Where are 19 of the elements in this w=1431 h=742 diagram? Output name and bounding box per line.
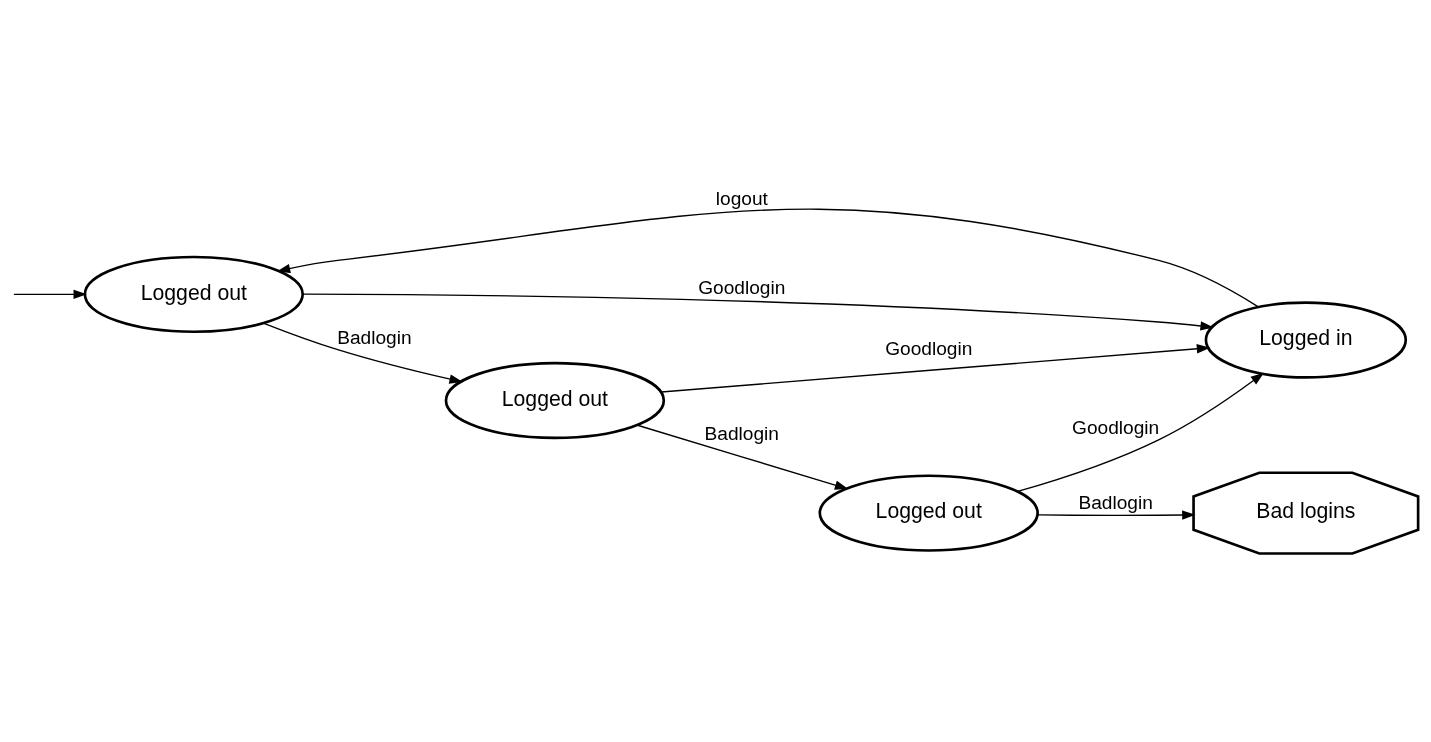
arrow xyxy=(302,292,1214,331)
arrow xyxy=(13,289,87,299)
edge-label: logout xyxy=(715,187,768,209)
node-ellipse: Logged in xyxy=(1204,300,1408,379)
edge-label: Goodlogin xyxy=(698,276,786,298)
edge-label: Goodlogin xyxy=(885,337,973,359)
node-ellipse: Logged out xyxy=(83,255,304,333)
arrow xyxy=(1037,509,1196,520)
arrow xyxy=(276,207,1259,308)
node-ellipse: Logged out xyxy=(444,361,666,439)
edge-label: Badlogin xyxy=(704,422,779,444)
arrow xyxy=(263,322,463,384)
arrow xyxy=(636,424,849,490)
arrow xyxy=(660,343,1211,393)
arrow xyxy=(1016,372,1265,492)
edge-label: Badlogin xyxy=(337,326,412,348)
edge-label: Goodlogin xyxy=(1072,416,1160,438)
edge-label: Badlogin xyxy=(1078,491,1153,513)
node-ellipse: Logged out xyxy=(818,473,1039,552)
